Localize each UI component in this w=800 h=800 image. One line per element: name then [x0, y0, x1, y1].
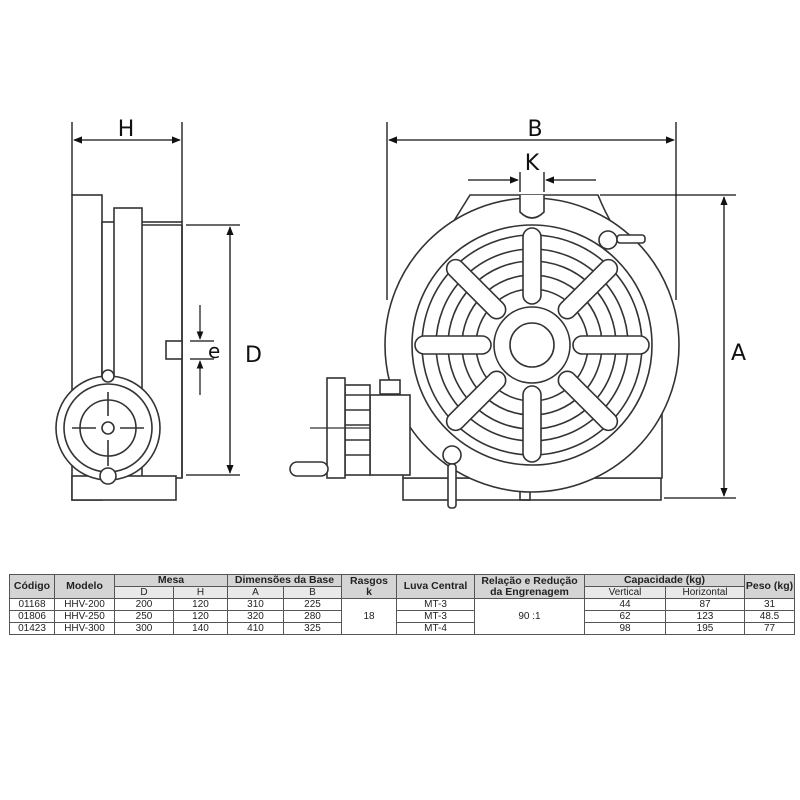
- subcol-b: B: [283, 586, 342, 599]
- col-peso: Peso (kg): [744, 574, 795, 599]
- cell-a: 320: [227, 610, 284, 623]
- cell-horizontal: 123: [665, 610, 745, 623]
- cell-luva: MT-3: [396, 598, 475, 611]
- col-modelo: Modelo: [54, 574, 115, 599]
- table-row: 01168 HHV-200 200 120 310 225 18 MT-3 90…: [9, 598, 795, 635]
- header-row: Código Modelo Mesa Dimensões da Base Ras…: [9, 574, 795, 599]
- col-rasgos-line1: Rasgos: [350, 574, 388, 587]
- cell-h: 140: [173, 622, 228, 635]
- col-luva: Luva Central: [396, 574, 475, 599]
- cell-modelo: HHV-250: [54, 610, 115, 623]
- cell-vertical: 44: [584, 598, 666, 611]
- label-e: e: [208, 339, 220, 363]
- cell-peso: 77: [744, 622, 795, 635]
- cell-b: 280: [283, 610, 342, 623]
- cell-codigo: 01806: [9, 610, 55, 623]
- dimension-k: [468, 172, 596, 192]
- cell-h: 120: [173, 610, 228, 623]
- dimension-b: [386, 122, 677, 300]
- cell-d: 200: [114, 598, 174, 611]
- cell-relacao: 90 :1: [474, 598, 585, 635]
- col-codigo: Código: [9, 574, 55, 599]
- cell-horizontal: 195: [665, 622, 745, 635]
- cell-vertical: 98: [584, 622, 666, 635]
- subcol-horizontal: Horizontal: [665, 586, 745, 599]
- col-capacidade: Capacidade (kg): [584, 574, 745, 587]
- label-d: D: [245, 343, 262, 368]
- cell-codigo: 01168: [9, 598, 55, 611]
- technical-drawing: H D e: [55, 117, 746, 509]
- subcol-a: A: [227, 586, 284, 599]
- cell-luva: MT-3: [396, 610, 475, 623]
- cell-modelo: HHV-200: [54, 598, 115, 611]
- cell-a: 310: [227, 598, 284, 611]
- cell-b: 225: [283, 598, 342, 611]
- dimension-h: [71, 122, 183, 222]
- cell-vertical: 62: [584, 610, 666, 623]
- col-rasgos-line2: k: [366, 585, 372, 598]
- subheader-row: D H A B Vertical Horizontal: [10, 586, 795, 599]
- cell-d: 300: [114, 622, 174, 635]
- col-relacao-line2: da Engrenagem: [490, 585, 569, 598]
- cell-codigo: 01423: [9, 622, 55, 635]
- col-relacao-line1: Relação e Redução: [481, 574, 578, 587]
- table-row: 01423 HHV-300 300 140 410 325 MT-4 98 19…: [9, 622, 795, 635]
- subcol-h: H: [173, 586, 228, 599]
- col-relacao: Relação e Redução da Engrenagem: [474, 574, 585, 599]
- dimension-d: [186, 224, 240, 476]
- label-h: H: [118, 117, 135, 142]
- cell-luva: MT-4: [396, 622, 475, 635]
- t-slots: [414, 227, 650, 463]
- subcol-vertical: Vertical: [584, 586, 666, 599]
- cell-d: 250: [114, 610, 174, 623]
- cell-peso: 31: [744, 598, 795, 611]
- cell-horizontal: 87: [665, 598, 745, 611]
- dimension-a: [600, 194, 736, 499]
- subcol-d: D: [114, 586, 174, 599]
- table-row: 01806 HHV-250 250 120 320 280 MT-3 62 12…: [9, 610, 795, 623]
- col-dimensoes: Dimensões da Base: [227, 574, 342, 587]
- cell-rasgos: 18: [341, 598, 397, 635]
- col-rasgos: Rasgos k: [341, 574, 397, 599]
- cell-peso: 48.5: [744, 610, 795, 623]
- col-mesa: Mesa: [114, 574, 228, 587]
- clamp-levers: [442, 230, 646, 509]
- label-k: K: [525, 151, 540, 176]
- dimension-e: [190, 305, 214, 395]
- label-b: B: [527, 117, 542, 142]
- cell-b: 325: [283, 622, 342, 635]
- side-view: [55, 194, 183, 501]
- cell-h: 120: [173, 598, 228, 611]
- spec-table: Código Modelo Mesa Dimensões da Base Ras…: [9, 574, 795, 635]
- cell-modelo: HHV-300: [54, 622, 115, 635]
- label-a: A: [731, 341, 746, 366]
- cell-a: 410: [227, 622, 284, 635]
